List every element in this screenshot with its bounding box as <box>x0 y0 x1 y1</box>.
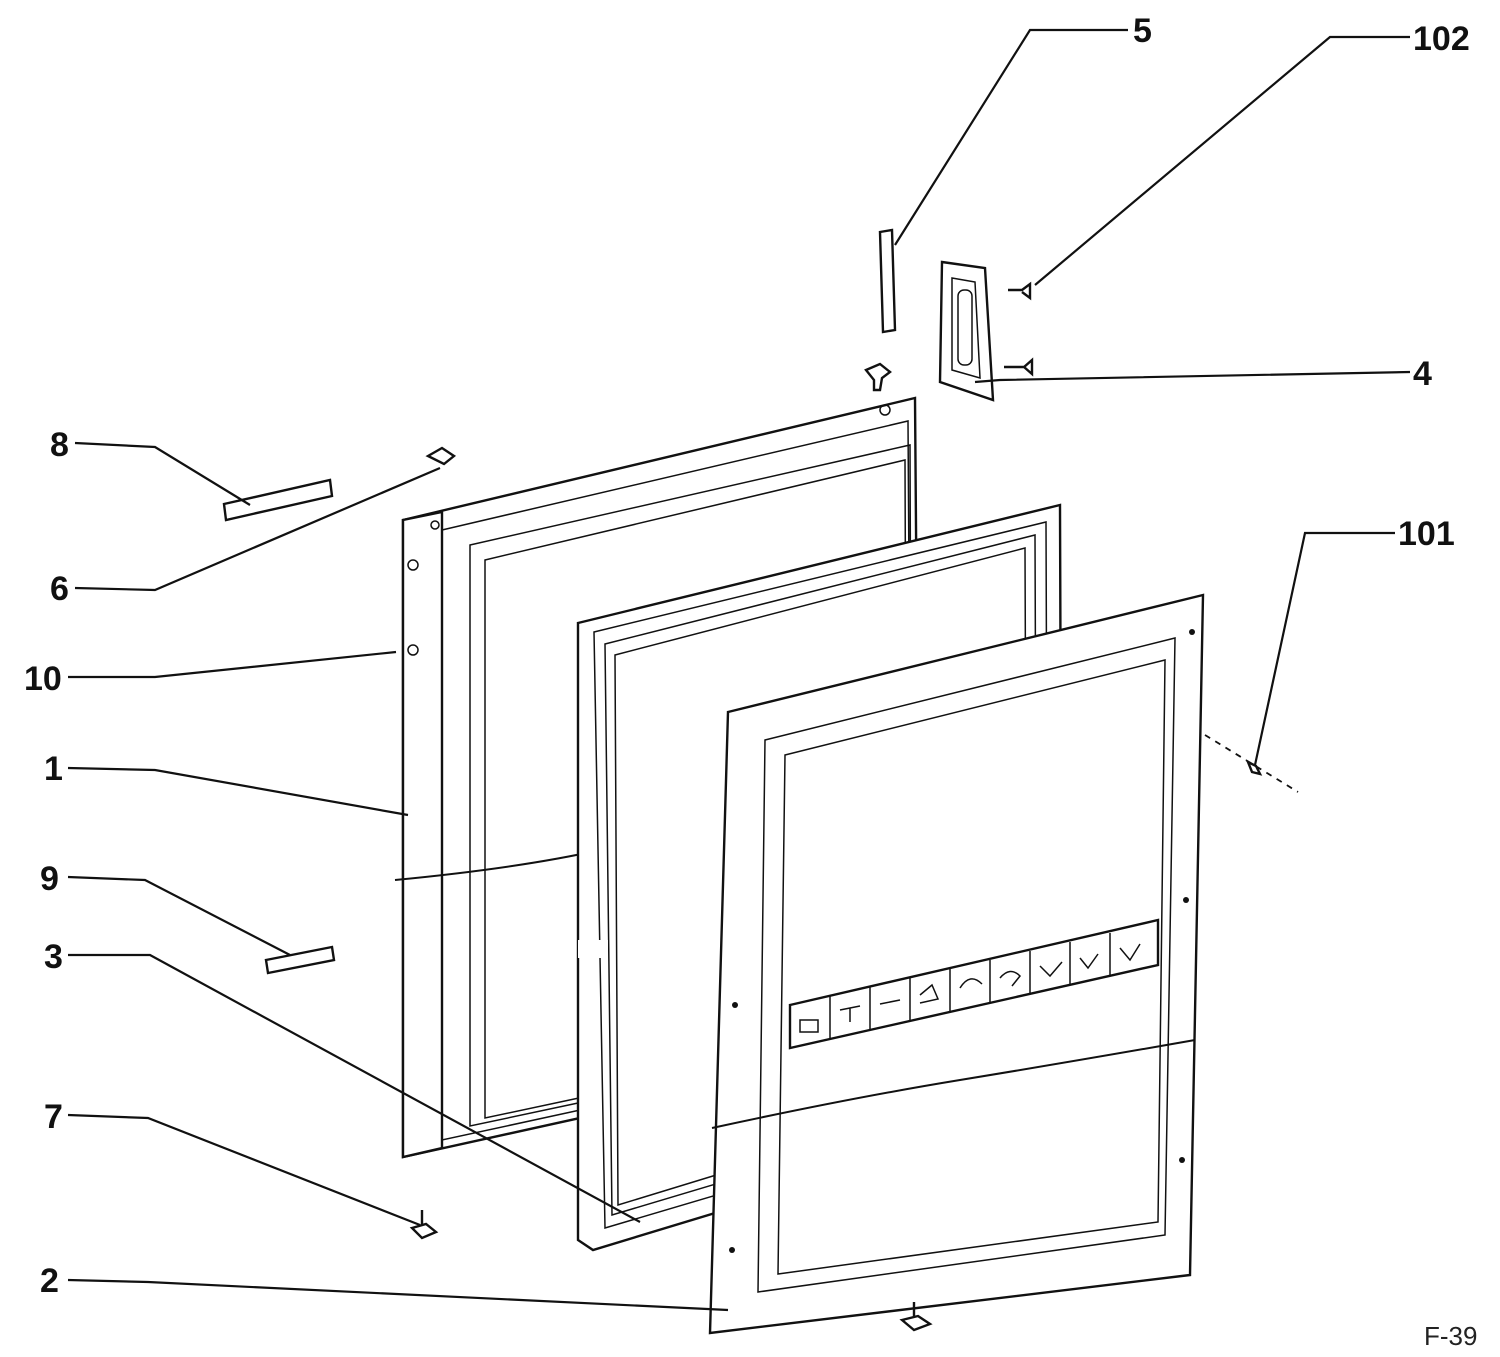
callout-9: 9 <box>40 860 59 898</box>
decorative-door-panel <box>708 593 1205 1335</box>
figure-reference: F-39 <box>1424 1321 1477 1351</box>
callout-4: 4 <box>1413 355 1432 393</box>
trim-strip-9 <box>264 945 336 975</box>
screw-4 <box>1004 357 1034 377</box>
callout-1: 1 <box>44 750 63 788</box>
leader-lines <box>67 28 1411 1312</box>
callout-8: 8 <box>50 426 69 464</box>
callout-2: 2 <box>40 1262 59 1300</box>
hinge-pin-bottom <box>899 1302 933 1332</box>
hinge-pin-top <box>864 362 892 392</box>
feature-icon-strip <box>788 918 1160 1050</box>
callout-6: 6 <box>50 570 69 608</box>
callout-10: 10 <box>24 660 62 698</box>
trim-strip-8 <box>222 478 334 522</box>
hinge-pin-6 <box>425 446 457 466</box>
callout-102: 102 <box>1413 20 1470 58</box>
callout-3: 3 <box>44 938 63 976</box>
handle-insert-strip <box>878 228 897 334</box>
screw-101 <box>1204 734 1299 793</box>
screw-102 <box>1008 281 1032 301</box>
callout-5: 5 <box>1133 12 1152 50</box>
hinge-pin-7 <box>409 1210 439 1240</box>
door-handle <box>938 260 995 402</box>
callout-7: 7 <box>44 1098 63 1136</box>
callout-101: 101 <box>1398 515 1455 553</box>
